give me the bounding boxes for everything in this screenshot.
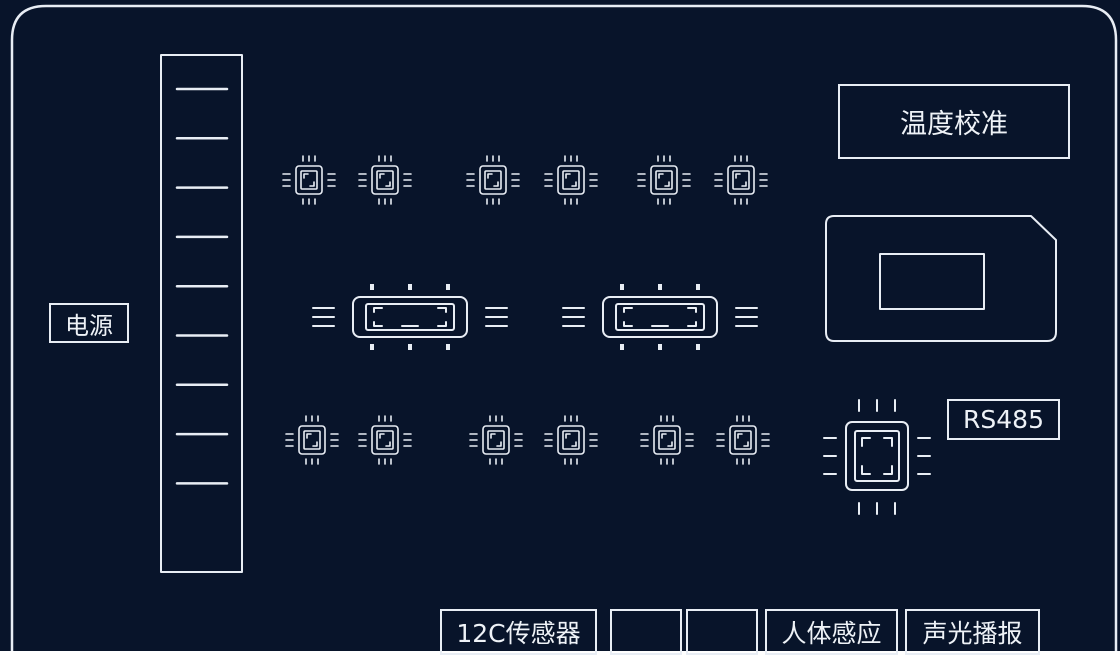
display-module-icon [825,215,1057,342]
chip-icon [466,155,520,205]
board-outline [10,4,1118,651]
wide-chip-icon [312,284,508,350]
power-label: 电源 [49,303,129,343]
empty-port-2 [686,609,758,655]
audio-visual-broadcast-label: 声光播报 [905,609,1040,655]
rs485-label: RS485 [947,399,1060,440]
chip-icon [285,415,339,465]
chip-icon [469,415,523,465]
power-rail [160,54,243,573]
temperature-calibration-label: 温度校准 [838,84,1070,159]
human-sensing-label: 人体感应 [765,609,898,655]
empty-port-1 [610,609,682,655]
wide-chip-icon [562,284,758,350]
chip-icon [544,415,598,465]
i2c-sensor-label: 12C传感器 [440,609,597,655]
chip-icon [282,155,336,205]
chip-icon [716,415,770,465]
chip-icon [637,155,691,205]
chip-icon [358,415,412,465]
chip-icon [640,415,694,465]
rs485-chip-icon [823,399,931,515]
chip-icon [358,155,412,205]
chip-icon [544,155,598,205]
chip-icon [714,155,768,205]
